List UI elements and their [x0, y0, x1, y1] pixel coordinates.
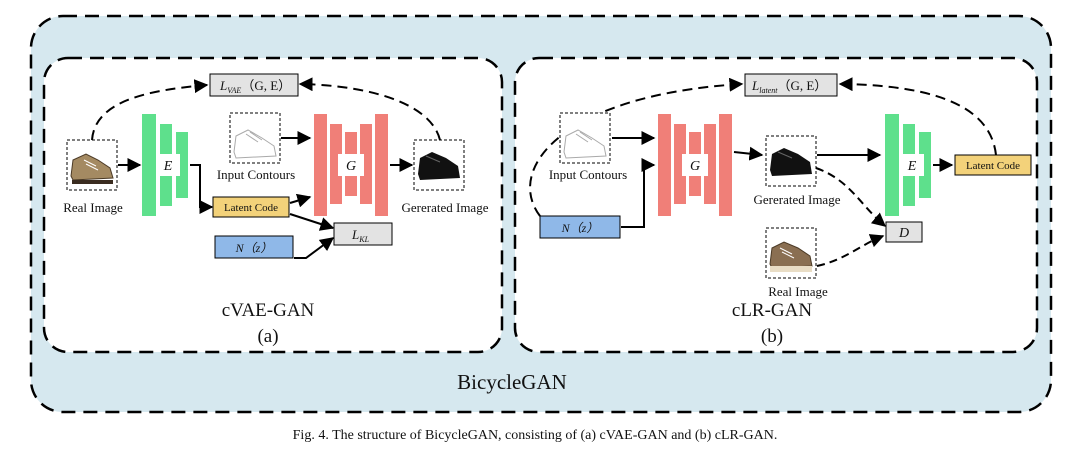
clr-generated-image-label: Gererated Image [754, 192, 841, 207]
figure-caption: Fig. 4. The structure of BicycleGAN, con… [292, 428, 778, 443]
cvae-real-image [66, 139, 118, 191]
clr-latent-code-box [954, 154, 1032, 176]
cvae-input-contours-image [229, 112, 281, 164]
clr-noise-box [539, 215, 621, 239]
cvae-encoder-label: E [163, 159, 173, 174]
cvae-gan-title: cVAE-GAN [222, 300, 315, 321]
clr-discriminator-box [885, 221, 923, 243]
bicyclegan-label: BicycleGAN [457, 370, 567, 394]
cvae-latent-to-generator-arrow [289, 193, 312, 208]
clr-generator-label-box [682, 154, 708, 176]
clr-generator-block [658, 114, 732, 216]
clr-output-to-d-dashed [815, 167, 887, 227]
clr-generator-to-output-arrow [733, 146, 764, 161]
clr-encoder-label: E [907, 159, 917, 174]
clr-loss-latent-box [744, 73, 838, 97]
cvae-real-to-lvae-dashed [91, 79, 209, 141]
cvae-noise-to-lkl-arrow [294, 237, 335, 259]
clr-input-contours-label: Input Contours [549, 167, 627, 182]
cvae-generated-image [413, 139, 465, 191]
cvae-encoder-label-box [156, 154, 180, 176]
clr-generated-image [765, 135, 817, 187]
cvae-input-contours-label: Input Contours [217, 167, 295, 182]
cvae-latent-code-box [212, 196, 290, 218]
clr-noise-to-generator-arrow [621, 158, 656, 228]
clr-real-image [765, 227, 817, 279]
clr-real-image-label: Real Image [768, 284, 828, 299]
clr-gan-title: cLR-GAN [732, 300, 812, 321]
cvae-encoder-to-latent-arrow [190, 164, 214, 214]
cvae-latent-to-lkl-arrow [289, 213, 335, 231]
clr-noise-to-llatent-dashed [529, 77, 744, 217]
cvae-generated-image-label: Gererated Image [402, 200, 489, 215]
cvae-loss-kl-box [333, 222, 393, 246]
clr-loss-latent-label: Llatent（G, E） [751, 78, 827, 95]
clr-input-contours-image [559, 112, 611, 164]
clr-noise-label: N（z） [561, 221, 599, 235]
cvae-loss-kl-label: LKL [351, 227, 370, 244]
clr-real-to-d-dashed [816, 234, 885, 267]
clr-generator-label: G [690, 159, 700, 174]
cvae-loss-vae-box [209, 73, 299, 97]
cvae-latent-code-label: Latent Code [224, 202, 278, 214]
cvae-generator-label-box [338, 154, 364, 176]
cvae-gen-to-lvae-dashed [298, 77, 441, 141]
clr-latent-code-label: Latent Code [966, 160, 1020, 172]
cvae-real-image-label: Real Image [63, 200, 123, 215]
clr-latent-to-llatent-dashed [838, 77, 997, 156]
cvae-gan-sub: (a) [257, 326, 278, 347]
cvae-loss-vae-label: LVAE（G, E） [219, 78, 291, 95]
cvae-noise-label: N（z） [235, 241, 273, 255]
clr-gan-sub: (b) [761, 326, 783, 347]
clr-discriminator-label: D [898, 226, 909, 241]
cvae-generator-block [314, 114, 388, 216]
cvae-noise-box [214, 235, 294, 259]
clr-encoder-label-box [900, 154, 924, 176]
cvae-generator-label: G [346, 159, 356, 174]
